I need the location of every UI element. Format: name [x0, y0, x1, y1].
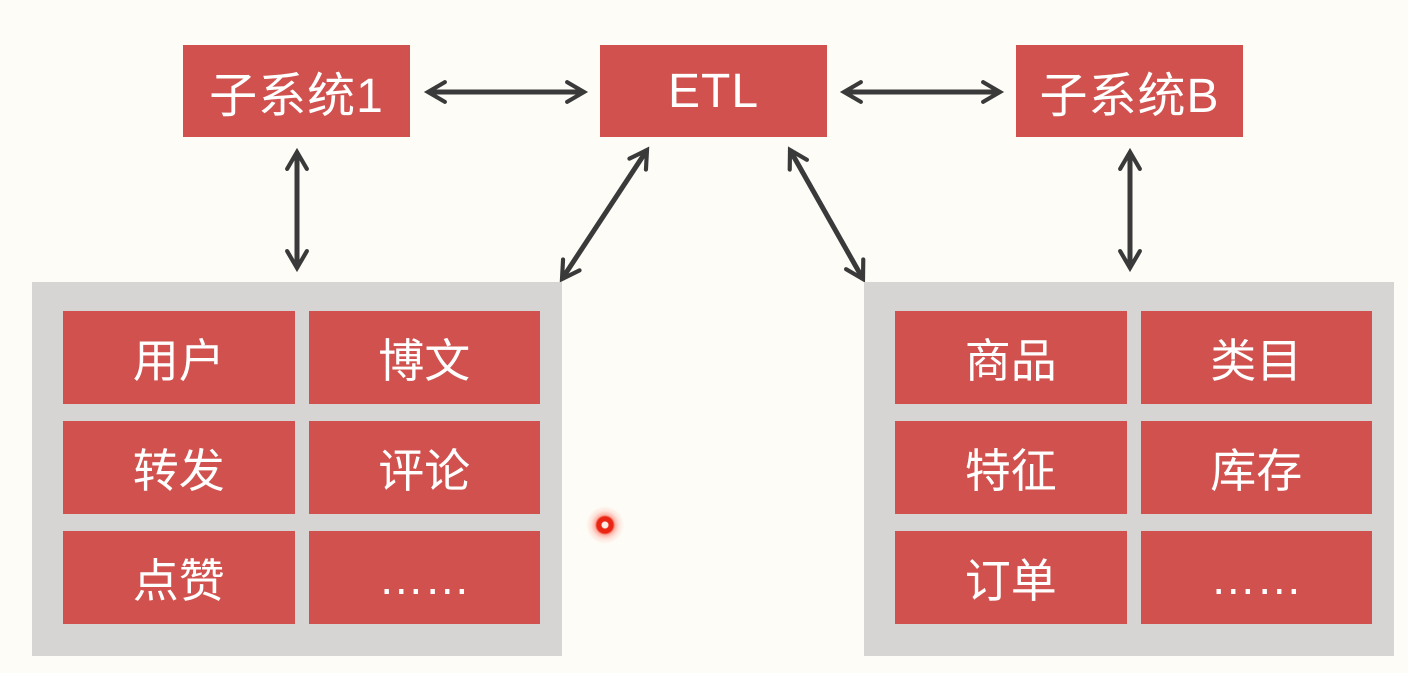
table-box-products: 商品 — [895, 311, 1127, 404]
table-box-posts: 博文 — [308, 311, 540, 404]
table-box-orders: 订单 — [895, 531, 1127, 624]
arrow-etl-rightgroup — [787, 146, 866, 283]
table-box-comments: 评论 — [308, 421, 540, 514]
node-subsystem1-label: 子系统1 — [209, 70, 384, 123]
node-subsystemB-label: 子系统B — [1039, 70, 1220, 123]
right-table-group: 商品 类目 特征 库存 订单 …… — [864, 282, 1394, 656]
table-box-categories: 类目 — [1140, 311, 1372, 404]
table-box-users: 用户 — [63, 311, 295, 404]
table-box-reposts: 转发 — [63, 421, 295, 514]
arrow-etl-leftgroup — [559, 146, 650, 283]
laser-pointer-dot — [586, 506, 624, 544]
node-subsystemB: 子系统B — [1016, 45, 1243, 137]
table-box-features: 特征 — [895, 421, 1127, 514]
table-box-likes: 点赞 — [63, 531, 295, 624]
table-box-more-right: …… — [1140, 531, 1372, 624]
left-table-group: 用户 博文 转发 评论 点赞 …… — [32, 282, 562, 656]
table-box-more-left: …… — [308, 531, 540, 624]
node-etl-label: ETL — [667, 64, 760, 118]
table-box-inventory: 库存 — [1140, 421, 1372, 514]
node-etl: ETL — [600, 45, 827, 137]
node-subsystem1: 子系统1 — [183, 45, 410, 137]
